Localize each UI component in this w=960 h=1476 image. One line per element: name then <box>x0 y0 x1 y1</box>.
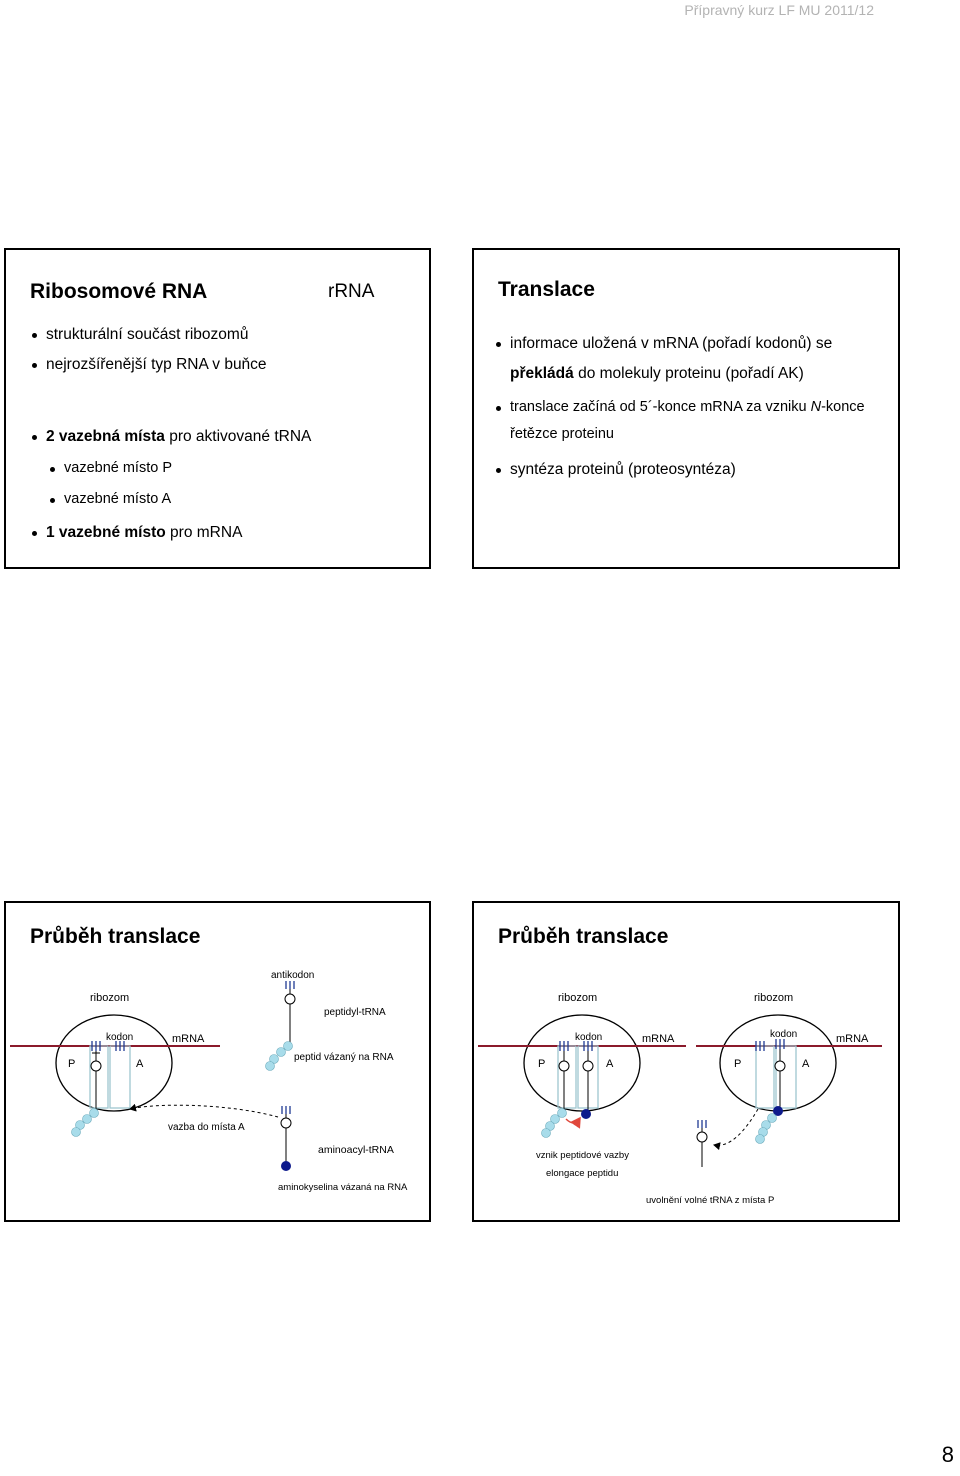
slide-title: Průběh translace <box>498 925 669 948</box>
anticodon-marks <box>285 981 295 989</box>
label-site-a: A <box>136 1058 144 1070</box>
slide-title: Průběh translace <box>30 925 201 948</box>
slide-translation-process-1: Průběh translace ribozom kodon <box>4 901 431 1222</box>
label-mrna: mRNA <box>172 1033 205 1045</box>
label-site-p-right: P <box>734 1058 741 1070</box>
header-note: Přípravný kurz LF MU 2011/12 <box>684 2 874 18</box>
codon-marks-left <box>559 1041 593 1051</box>
codon-marks-right <box>755 1039 785 1051</box>
bullet-protein-synthesis: syntéza proteinů (proteosyntéza) <box>496 461 736 478</box>
bullet-information-cont: překládá do molekuly proteinu (pořadí AK… <box>510 365 804 383</box>
bullet-one-binding-site: 1 vazebné místo pro mRNA <box>31 524 243 542</box>
slide-title-abbrev: rRNA <box>328 281 375 302</box>
amino-acid <box>281 1161 291 1171</box>
label-site-a-left: A <box>606 1058 614 1070</box>
text: -konce <box>821 399 865 415</box>
label-kodon: kodon <box>106 1032 133 1043</box>
label-peptid-vazany: peptid vázaný na RNA <box>294 1052 394 1063</box>
slide-title: Translace <box>498 278 595 301</box>
bullet-information: informace uložená v mRNA (pořadí kodonů)… <box>495 335 833 352</box>
amino-acid-right <box>773 1106 783 1116</box>
page-number: 8 <box>941 1442 954 1467</box>
peptide-chain <box>71 1108 99 1137</box>
bullet-site-a: vazebné místo A <box>49 491 172 507</box>
label-site-a-right: A <box>802 1058 810 1070</box>
site-p-box-left <box>557 1045 577 1109</box>
amino-acid-left <box>581 1109 591 1119</box>
label-kodon-left: kodon <box>575 1032 602 1043</box>
bullet-two-binding-sites: 2 vazebná místa pro aktivované tRNA <box>31 428 312 446</box>
codon-marks <box>91 1041 125 1051</box>
label-aminoacyl-trna: aminoacyl-tRNA <box>318 1144 394 1156</box>
aminoacyl-anticodon-marks <box>281 1106 291 1114</box>
label-vazba-do-mista-a: vazba do místa A <box>168 1122 245 1133</box>
arrow-to-site-a <box>129 1103 279 1118</box>
label-site-p: P <box>68 1058 75 1070</box>
slide-translation: Translace informace uložená v mRNA (pořa… <box>472 248 900 569</box>
released-trna-anticodon <box>697 1120 707 1128</box>
bullet-structural-part: strukturální součást ribozomů <box>31 326 249 343</box>
bullet-site-p: vazebné místo P <box>50 460 172 476</box>
peptide-chain-left <box>541 1108 567 1138</box>
slide-title: Ribosomové RNA <box>30 280 208 303</box>
slide-translation-process-2: Průběh translace ribozom ko <box>472 901 900 1222</box>
label-vznik-peptidove-vazby: vznik peptidové vazby <box>536 1150 629 1161</box>
ribosome-shape <box>55 1014 173 1112</box>
label-ribozom-left: ribozom <box>558 992 597 1004</box>
slide-ribosomal-rna: Ribosomové RNA rRNA strukturální součást… <box>4 248 431 569</box>
bold-text: překládá <box>510 365 574 382</box>
text: pro mRNA <box>165 524 243 541</box>
label-peptidyl-trna: peptidyl-tRNA <box>324 1007 386 1018</box>
label-mrna-right: mRNA <box>836 1033 869 1045</box>
label-antikodon: antikodon <box>271 970 314 981</box>
text: translace začíná od 5´-konce mRNA za vzn… <box>510 399 811 415</box>
translation-diagram-2: ribozom kodon mRNA P A vznik peptidové v… <box>478 992 882 1206</box>
italic-text: N <box>810 399 822 415</box>
bold-text: 1 vazebné místo <box>46 524 166 541</box>
site-p-box <box>89 1045 109 1109</box>
label-aminokyselina-vazana: aminokyselina vázaná na RNA <box>278 1182 408 1193</box>
label-elongace-peptidu: elongace peptidu <box>546 1168 618 1179</box>
label-ribozom-right: ribozom <box>754 992 793 1004</box>
label-uvolneni-trna: uvolnění volné tRNA z místa P <box>646 1195 774 1206</box>
bullet-translation-start-cont: řetězce proteinu <box>510 426 614 442</box>
bullet-translation-start: translace začíná od 5´-konce mRNA za vzn… <box>496 399 865 415</box>
label-kodon-right: kodon <box>770 1029 797 1040</box>
site-p-box-right <box>755 1045 775 1109</box>
peptide-chain-right <box>755 1113 777 1144</box>
trna-loop <box>90 1060 102 1072</box>
text: do molekuly proteinu (pořadí AK) <box>573 365 804 382</box>
label-mrna-left: mRNA <box>642 1033 675 1045</box>
label-site-p-left: P <box>538 1058 545 1070</box>
translation-diagram-1: ribozom kodon mRNA P A antikodon peptidy… <box>10 970 408 1193</box>
bold-text: 2 vazebná místa <box>46 428 165 445</box>
peptide-bond-arrow <box>565 1116 581 1129</box>
bullet-most-common-type: nejrozšířenější typ RNA v buňce <box>32 356 267 373</box>
text: pro aktivované tRNA <box>164 428 312 445</box>
arrow-release-trna <box>713 1108 759 1151</box>
site-a-box-right <box>775 1045 797 1109</box>
label-ribozom: ribozom <box>90 992 129 1004</box>
peptide-chain-legend <box>265 1041 293 1071</box>
